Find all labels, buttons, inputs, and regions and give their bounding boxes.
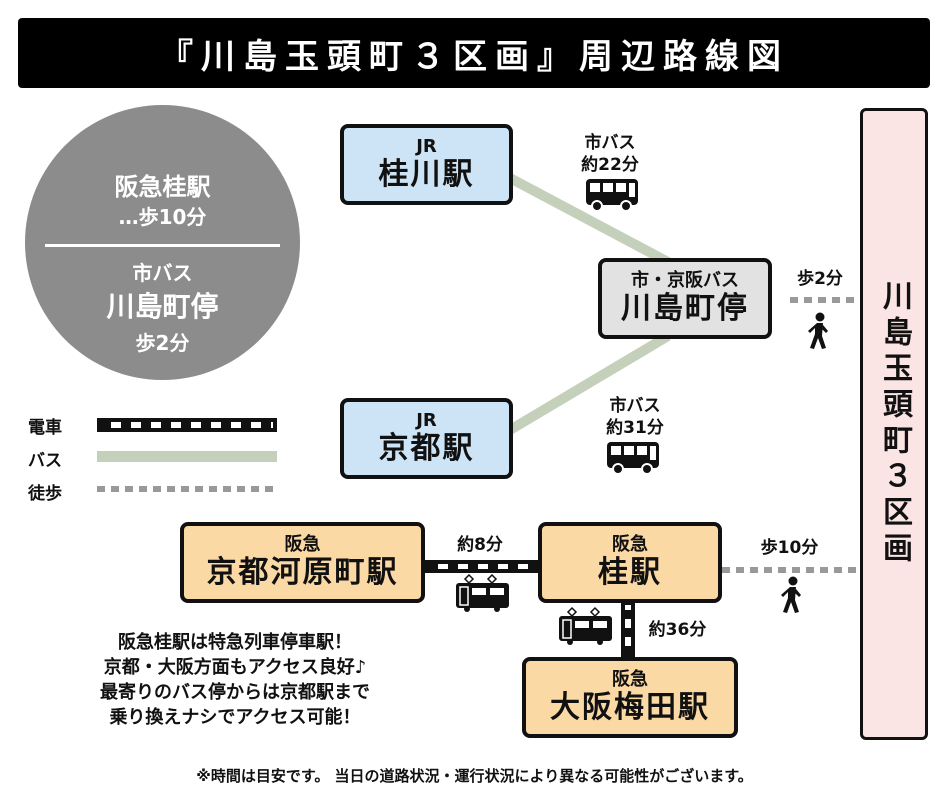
divider — [45, 244, 280, 247]
walking-person-icon — [781, 576, 801, 613]
operator-label: 市・京阪バス — [631, 269, 739, 291]
train-line-kawaramachi — [424, 560, 540, 573]
walk-line-katsura — [722, 567, 858, 573]
bus-icon — [607, 442, 659, 475]
station-name: 大阪梅田駅 — [550, 689, 710, 725]
station-hankyu-kawaramachi: 阪急 京都河原町駅 — [180, 522, 425, 603]
legend-walk-line — [97, 486, 277, 492]
station-hankyu-umeda: 阪急 大阪梅田駅 — [522, 657, 738, 738]
station-jr-katsuragawa: JR 桂川駅 — [340, 124, 513, 205]
station-name: 京都駅 — [378, 430, 475, 466]
access-note: 阪急桂駅は特急列車停車駅！ 京都・大阪方面もアクセス良好♪ 最寄りのバス停からは… — [40, 630, 430, 730]
note-line: 京都・大阪方面もアクセス良好♪ — [103, 657, 367, 678]
bus-kyoto-label: 市バス約31分 — [595, 395, 675, 439]
mode: 市バス — [584, 133, 636, 153]
walking-person-icon — [808, 312, 828, 349]
operator-label: 阪急 — [284, 533, 321, 555]
operator-label: 阪急 — [612, 533, 648, 555]
legend-bus-label: バス — [28, 451, 62, 471]
note-line: 乗り換えナシでアクセス可能！ — [109, 707, 361, 728]
note-line: 最寄りのバス停からは京都駅まで — [100, 682, 370, 703]
page-title: 『川島玉頭町３区画』周辺路線図 — [18, 18, 930, 88]
station-name: 桂川駅 — [378, 156, 475, 192]
operator-label: 阪急 — [612, 668, 648, 690]
mode: 市バス — [609, 396, 661, 416]
bus-line-kyoto — [507, 331, 671, 435]
summary-station: 阪急桂駅 — [114, 173, 211, 201]
train-kawaramachi-label: 約8分 — [457, 535, 503, 555]
bus-icon — [586, 179, 638, 212]
operator-label: JR — [416, 409, 437, 431]
station-name: 京都河原町駅 — [206, 554, 399, 590]
time: 約22分 — [581, 155, 639, 176]
bus-katsuragawa-label: 市バス約22分 — [570, 132, 650, 176]
bus-stop-kawashima: 市・京阪バス 川島町停 — [598, 258, 772, 339]
summary-bus: 市バス — [132, 261, 193, 285]
station-name: 桂駅 — [598, 554, 662, 590]
legend-bus-line — [97, 451, 277, 462]
time: 約31分 — [606, 418, 664, 439]
summary-station-walk: …歩10分 — [118, 205, 207, 229]
train-umeda-label: 約36分 — [648, 620, 707, 640]
note-line: 阪急桂駅は特急列車停車駅！ — [118, 632, 352, 653]
footer-disclaimer: ※時間は目安です。 当日の道路状況・運行状況により異なる可能性がございます。 — [196, 767, 753, 785]
station-hankyu-katsura: 阪急 桂駅 — [538, 522, 722, 603]
bus-line-katsuragawa — [507, 173, 671, 267]
train-icon — [559, 606, 612, 645]
legend-train-label: 電車 — [28, 418, 62, 438]
train-icon — [456, 573, 509, 612]
access-summary-circle: 阪急桂駅 …歩10分 市バス 川島町停 歩2分 — [25, 105, 300, 380]
walk-bus-label: 歩2分 — [797, 269, 843, 289]
walk-katsura-label: 歩10分 — [760, 538, 819, 558]
station-jr-kyoto: JR 京都駅 — [340, 398, 513, 479]
summary-bus-stop: 川島町停 — [106, 290, 219, 323]
summary-bus-walk: 歩2分 — [135, 331, 190, 355]
destination-name: 川島玉頭町３区画 — [877, 280, 912, 568]
train-line-umeda — [621, 601, 635, 659]
operator-label: JR — [416, 135, 437, 157]
legend-walk-label: 徒歩 — [28, 484, 62, 504]
walk-line-bus — [790, 297, 858, 303]
legend-train-line — [97, 418, 277, 432]
station-name: 川島町停 — [621, 290, 749, 326]
destination-property: 川島玉頭町３区画 — [860, 108, 928, 740]
